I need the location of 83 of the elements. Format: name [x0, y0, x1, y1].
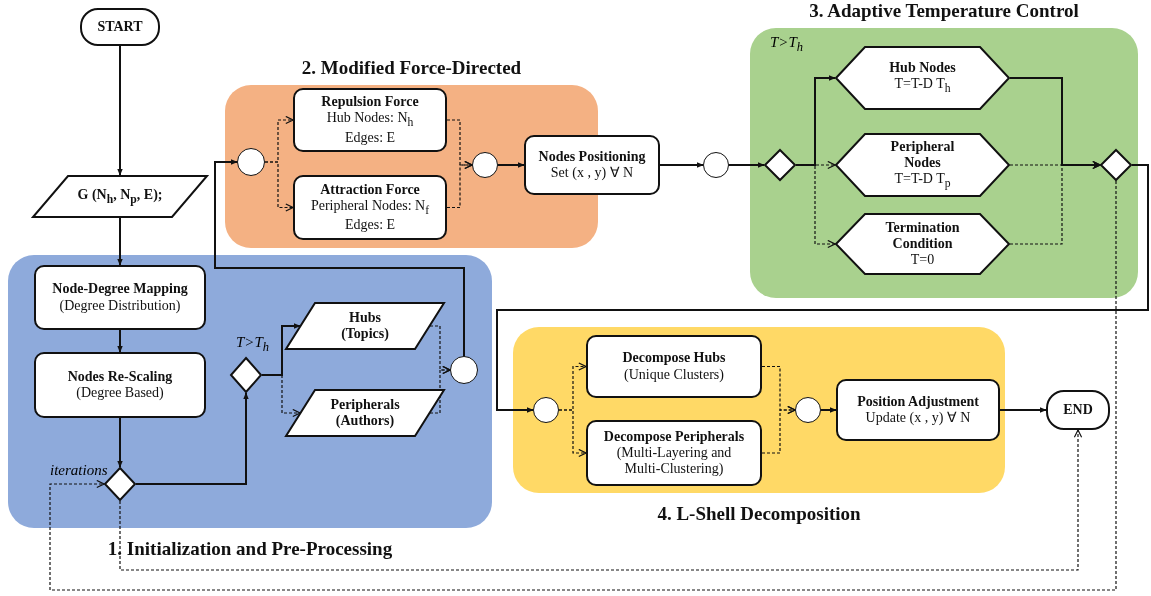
data-parallelogram	[285, 389, 445, 437]
node-title: END	[1063, 401, 1093, 419]
process-box	[293, 175, 447, 240]
node-description: (Degree Distribution)	[59, 297, 181, 314]
node-description: (Authors)	[335, 413, 395, 430]
arrow	[117, 417, 123, 468]
node-title: Decompose Hubs	[622, 350, 726, 367]
preparation-hexagon	[835, 133, 1010, 197]
node-title: Decompose Peripherals	[603, 428, 745, 445]
node-description: Set (x , y) ∀ N	[550, 165, 634, 182]
stage-title: 4. L-Shell Decomposition	[656, 503, 862, 525]
arrow	[135, 392, 249, 485]
decision-diamond	[1100, 149, 1132, 181]
node-title: Hubs	[349, 309, 381, 326]
junction-circle	[472, 152, 498, 178]
process-box	[34, 352, 206, 418]
node-description: (Unique Clusters)	[624, 366, 724, 383]
node-title: Peripherals	[330, 396, 400, 413]
process-box	[524, 135, 660, 195]
process-box	[586, 335, 762, 398]
node-title: Attraction Force	[320, 181, 420, 198]
node-title: Peripheral Nodes	[889, 139, 956, 172]
junction-circle	[237, 148, 265, 176]
decision-diamond	[230, 357, 262, 393]
node-description: T=T-D T$_{p}$	[894, 171, 951, 191]
stage-title: 2. Modified Force-Directed	[300, 57, 523, 79]
node-description: Hub Nodes: N$_{h}$ Edges: E	[325, 110, 415, 146]
arrow	[117, 329, 123, 353]
edge-label: iterations	[50, 462, 108, 479]
node-description: (Multi-Layering and Multi-Clustering)	[615, 444, 733, 478]
arrow	[261, 374, 301, 418]
data-parallelogram	[285, 302, 445, 350]
node-title: Termination Condition	[884, 219, 961, 253]
process-box	[293, 88, 447, 152]
terminal-box	[80, 8, 160, 46]
arrow	[659, 162, 704, 168]
preparation-hexagon	[835, 213, 1010, 275]
arrow	[496, 164, 1149, 413]
arrow	[429, 365, 451, 414]
node-title: G (N$_{h}$, N$_{p}$, E);	[77, 186, 163, 207]
node-description: (Degree Based)	[76, 385, 164, 402]
arrow	[820, 407, 837, 413]
edge-label: T>T$_{h}$	[236, 334, 270, 355]
edge-label: T>T$_{h}$	[770, 34, 804, 55]
junction-circle	[533, 397, 559, 423]
arrow	[761, 405, 796, 454]
terminal-box	[1046, 390, 1110, 430]
node-description: Peripheral Nodes: N$_{f}$ Edges: E	[309, 197, 431, 234]
junction-circle	[450, 356, 478, 384]
process-box	[836, 379, 1000, 441]
arrow	[558, 409, 587, 458]
arrow	[214, 159, 465, 357]
node-title: Repulsion Force	[321, 94, 419, 111]
junction-circle	[795, 397, 821, 423]
arrow	[264, 161, 294, 212]
arrow	[497, 162, 525, 168]
arrow	[119, 429, 1083, 571]
data-parallelogram	[32, 175, 208, 218]
node-title: START	[97, 18, 143, 36]
arrow	[795, 164, 836, 249]
decision-diamond	[764, 149, 796, 181]
stage-title: 1. Initialization and Pre-Processing	[106, 538, 394, 560]
node-description: T=T-D T$_{h}$	[894, 76, 951, 96]
arrow	[117, 45, 123, 176]
arrow	[49, 180, 1117, 591]
preparation-hexagon	[835, 46, 1010, 110]
stage-title: 3. Adaptive Temperature Control	[808, 0, 1080, 22]
node-title: Node-Degree Mapping	[52, 281, 188, 298]
node-description: T=0	[910, 252, 935, 269]
arrow	[446, 160, 473, 209]
junction-circle	[703, 152, 729, 178]
node-title: Nodes Re-Scaling	[67, 368, 173, 385]
node-title: Position Adjustment	[857, 393, 979, 410]
process-box	[34, 265, 206, 330]
arrow	[728, 162, 765, 168]
node-description: Update (x , y) ∀ N	[865, 410, 971, 427]
node-title: Nodes Positioning	[538, 148, 646, 165]
process-box	[586, 420, 762, 486]
arrow	[117, 217, 123, 266]
arrow	[1009, 160, 1101, 245]
arrow	[999, 407, 1047, 413]
node-description: (Topics)	[341, 326, 389, 343]
node-title: Hub Nodes	[889, 60, 956, 77]
